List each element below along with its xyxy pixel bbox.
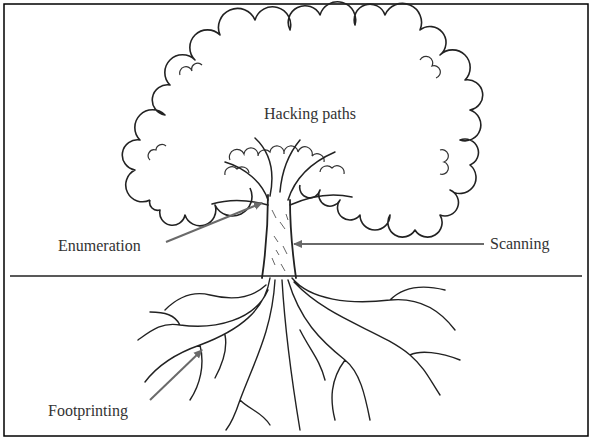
canopy-inner-scribble — [148, 56, 448, 175]
canopy-outline — [122, 2, 482, 237]
tree-branches — [212, 138, 352, 205]
tree-trunk — [262, 195, 296, 278]
leader-arrow — [166, 203, 262, 242]
trunk-bark — [272, 210, 288, 271]
frame — [4, 4, 588, 436]
label-text: Hacking paths — [262, 104, 358, 124]
leader-arrow — [294, 243, 484, 245]
label-text: Footprinting — [46, 401, 130, 421]
tree-roots — [138, 278, 460, 430]
leader-arrow — [150, 350, 202, 400]
ground-line — [10, 275, 582, 277]
label-text: Scanning — [488, 234, 552, 254]
label-text: Enumeration — [56, 236, 143, 256]
